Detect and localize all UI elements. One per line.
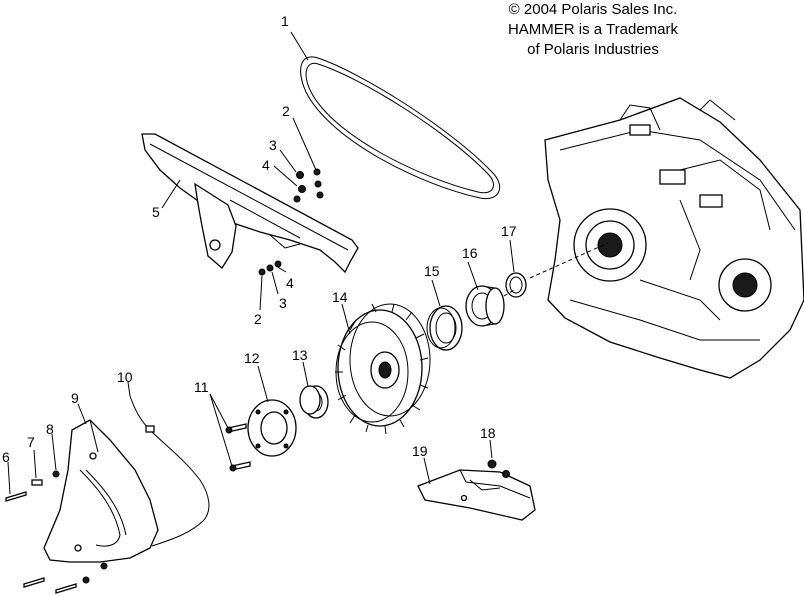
upper-fasteners	[293, 168, 324, 203]
retainer-plate	[247, 399, 297, 457]
callout-3-upper: 3	[269, 137, 277, 153]
callout-17: 17	[501, 223, 517, 239]
callout-5: 5	[152, 204, 160, 220]
alignment-lines	[503, 242, 609, 297]
cover-screws	[5, 470, 108, 594]
callout-18: 18	[480, 425, 496, 441]
callout-9: 9	[71, 390, 79, 406]
retainer-bolts	[225, 423, 251, 472]
drive-belt	[300, 56, 501, 200]
sensor-cable	[129, 395, 210, 547]
seal	[426, 305, 463, 351]
callout-15: 15	[424, 263, 440, 279]
callout-4-upper: 4	[262, 157, 270, 173]
owner-line: of Polaris Industries	[527, 41, 659, 58]
callout-3-lower: 3	[279, 295, 287, 311]
copyright-notice: © 2004 Polaris Sales Inc. HAMMER is a Tr…	[488, 0, 698, 60]
lower-fasteners	[258, 260, 282, 276]
upper-belt-guard	[141, 133, 359, 274]
callout-8: 8	[46, 421, 54, 437]
mounting-bracket	[417, 469, 536, 521]
callout-10: 10	[117, 369, 133, 385]
callout-19: 19	[412, 443, 428, 459]
callout-7: 7	[27, 434, 35, 450]
callout-1: 1	[281, 13, 289, 29]
lower-belt-guard	[43, 419, 159, 563]
callout-2-upper: 2	[282, 103, 290, 119]
bracket-nuts	[487, 459, 510, 478]
callout-13: 13	[292, 347, 308, 363]
copyright-line: © 2004 Polaris Sales Inc.	[508, 1, 678, 18]
callout-11: 11	[194, 379, 209, 395]
callout-4-lower: 4	[286, 275, 294, 291]
drive-sprocket	[335, 303, 431, 435]
trademark-line: HAMMER is a Trademark	[507, 21, 679, 38]
engine-crankcase	[544, 97, 804, 379]
callout-14: 14	[332, 289, 348, 305]
o-ring	[505, 272, 527, 298]
callout-2-lower: 2	[254, 311, 262, 327]
callout-12: 12	[244, 350, 260, 366]
callout-6: 6	[2, 449, 10, 465]
leader-lines	[7, 31, 515, 495]
callout-16: 16	[462, 245, 478, 261]
spacer	[299, 385, 329, 419]
bearing	[465, 285, 505, 327]
